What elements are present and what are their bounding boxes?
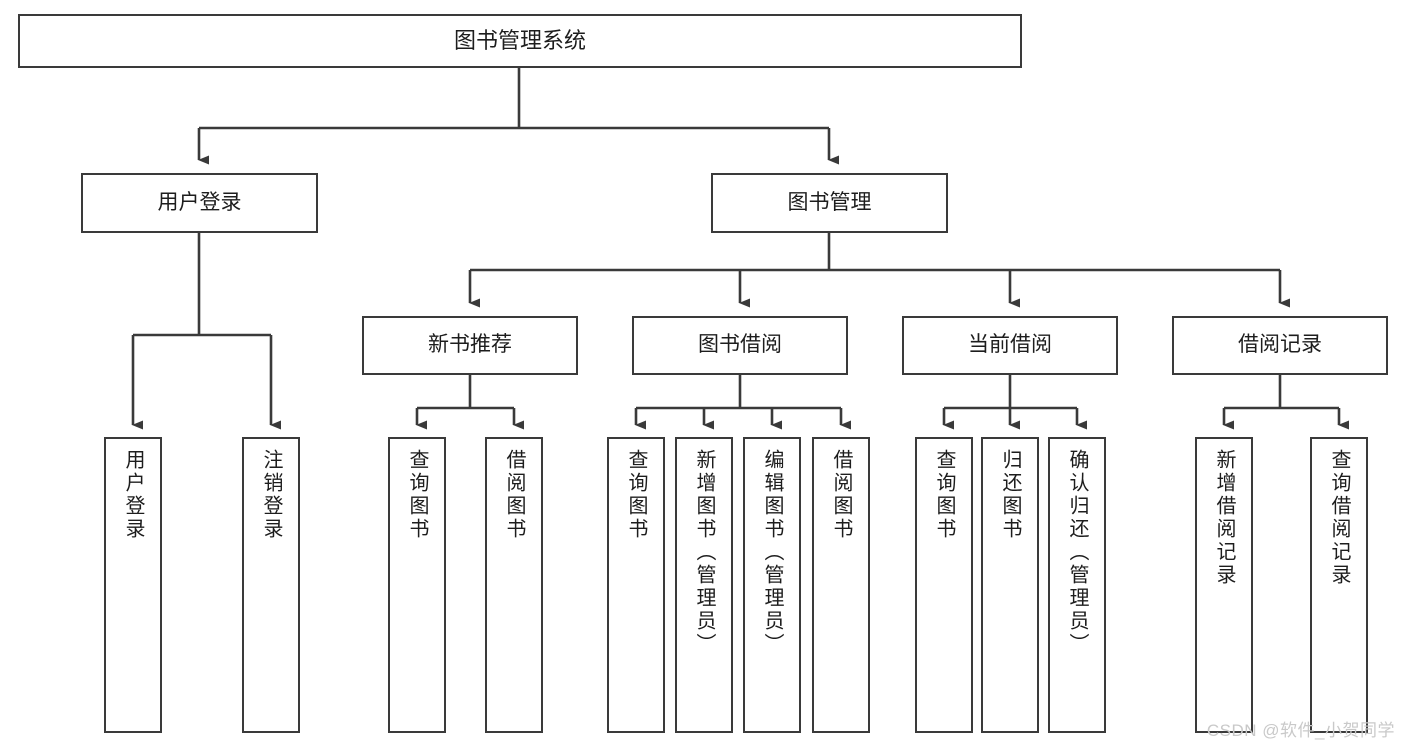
node-label: 图书借阅 — [698, 333, 782, 357]
node-label: 用户登录 — [157, 190, 242, 214]
leaf-user-logout[interactable]: 注销登录 — [242, 437, 300, 733]
node-label: 用户登录 — [122, 449, 144, 541]
node-label: 借阅记录 — [1238, 333, 1322, 357]
node-label: 查询图书 — [625, 449, 647, 541]
node-label: 当前借阅 — [968, 333, 1052, 357]
leaf-return-book[interactable]: 归还图书 — [981, 437, 1039, 733]
node-book-borrowing[interactable]: 图书借阅 — [632, 316, 848, 375]
leaf-user-login[interactable]: 用户登录 — [104, 437, 162, 733]
node-label: 注销登录 — [260, 449, 282, 541]
node-label: 查询借阅记录 — [1328, 449, 1350, 587]
csdn-watermark: CSDN @软件_小贺同学 — [1206, 721, 1395, 740]
node-label: 编辑图书（管理员） — [761, 449, 783, 656]
leaf-confirm-return-admin[interactable]: 确认归还（管理员） — [1048, 437, 1106, 733]
leaf-query-book-current[interactable]: 查询图书 — [915, 437, 973, 733]
node-new-book-recommendation[interactable]: 新书推荐 — [362, 316, 578, 375]
leaf-borrow-book-borrow[interactable]: 借阅图书 — [812, 437, 870, 733]
node-label: 图书管理 — [787, 190, 872, 214]
leaf-edit-book-admin[interactable]: 编辑图书（管理员） — [743, 437, 801, 733]
leaf-add-book-admin[interactable]: 新增图书（管理员） — [675, 437, 733, 733]
node-current-borrowing[interactable]: 当前借阅 — [902, 316, 1118, 375]
node-book-management[interactable]: 图书管理 — [711, 173, 948, 233]
node-label: 借阅图书 — [830, 449, 852, 541]
node-borrowing-record[interactable]: 借阅记录 — [1172, 316, 1388, 375]
node-label: 归还图书 — [999, 449, 1021, 541]
leaf-borrow-book-new-book[interactable]: 借阅图书 — [485, 437, 543, 733]
node-root-book-management-system[interactable]: 图书管理系统 — [18, 14, 1022, 68]
node-label: 新增借阅记录 — [1213, 449, 1235, 587]
node-label: 确认归还（管理员） — [1066, 449, 1088, 656]
leaf-query-book-new-book[interactable]: 查询图书 — [388, 437, 446, 733]
node-label: 新增图书（管理员） — [693, 449, 715, 656]
leaf-add-borrow-record[interactable]: 新增借阅记录 — [1195, 437, 1253, 733]
node-user-login[interactable]: 用户登录 — [81, 173, 318, 233]
node-label: 借阅图书 — [503, 449, 525, 541]
leaf-query-book-borrow[interactable]: 查询图书 — [607, 437, 665, 733]
node-label: 图书管理系统 — [453, 28, 586, 54]
node-label: 查询图书 — [933, 449, 955, 541]
node-label: 查询图书 — [406, 449, 428, 541]
leaf-query-borrow-record[interactable]: 查询借阅记录 — [1310, 437, 1368, 733]
node-label: 新书推荐 — [428, 333, 512, 357]
